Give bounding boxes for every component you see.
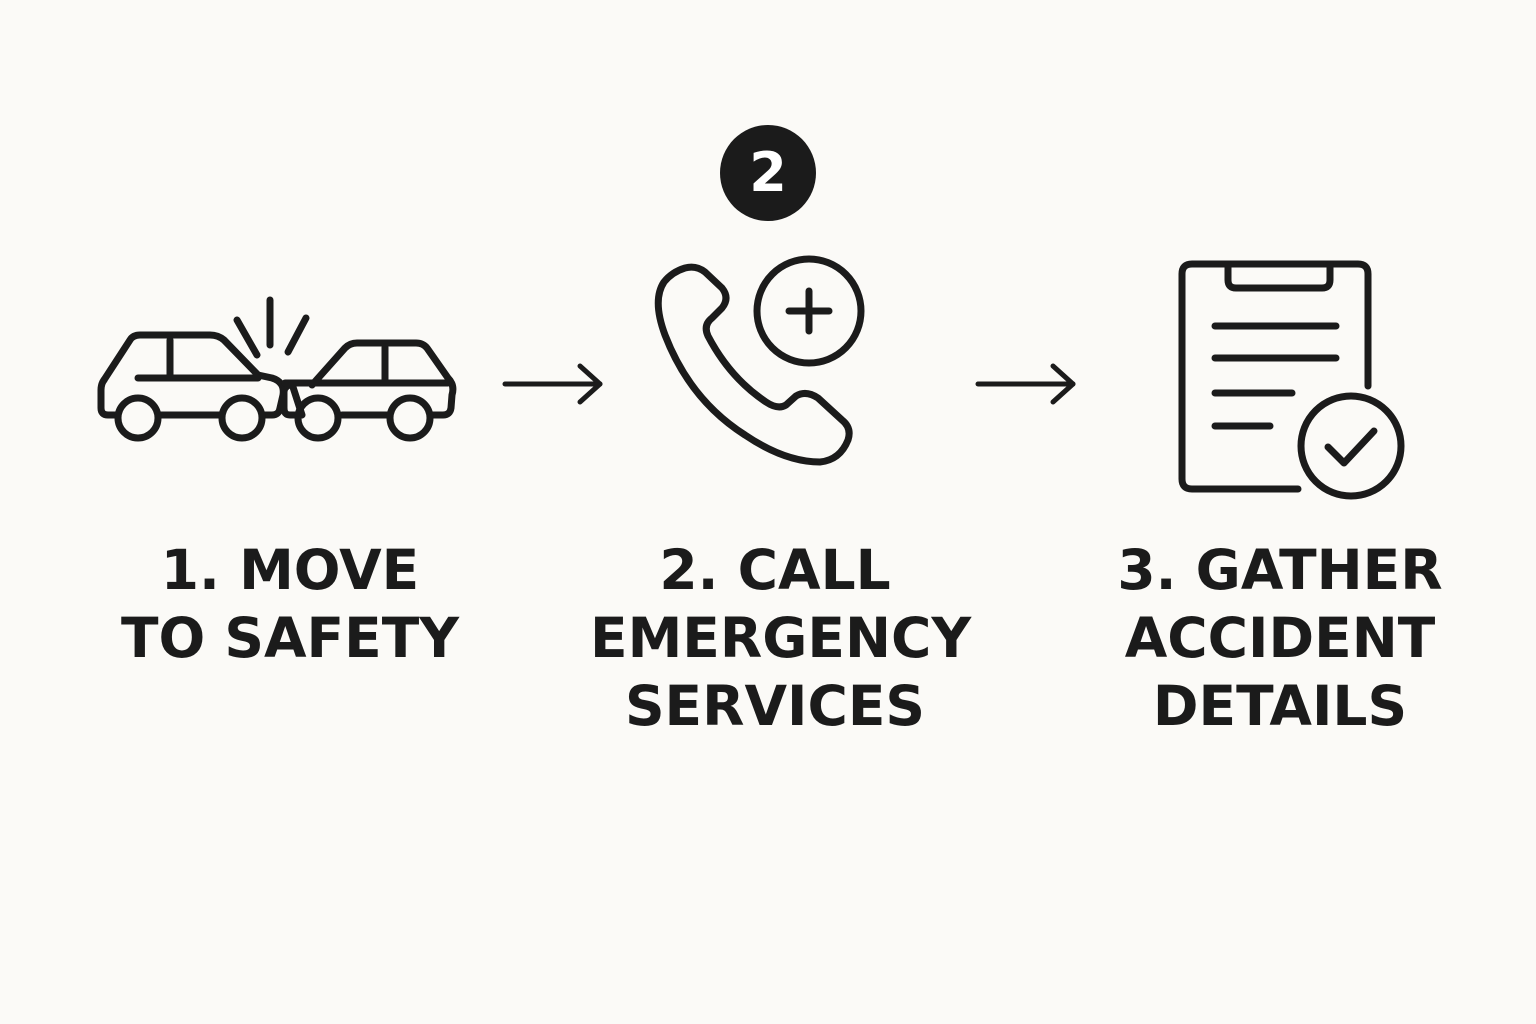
step-1-label-line: TO SAFETY	[120, 606, 460, 670]
clipboard-check-icon	[1178, 260, 1405, 500]
step-3-label-line: DETAILS	[1152, 674, 1408, 738]
phone-medical-icon	[654, 255, 865, 466]
step-1-label-line: 1. MOVE	[160, 538, 420, 602]
step-2-label-line: 2. CALL	[659, 538, 891, 602]
step-2-label-line: SERVICES	[624, 674, 926, 738]
car-collision-icon	[97, 296, 457, 442]
step-3-label: 3. GATHER ACCIDENT DETAILS	[1100, 536, 1460, 740]
arrow-right-icon	[502, 363, 603, 405]
step-3-label-line: 3. GATHER	[1117, 538, 1443, 602]
step-2-label-line: EMERGENCY	[590, 606, 972, 670]
step-2-label: 2. CALL EMERGENCY SERVICES	[590, 536, 972, 740]
step-1-label: 1. MOVE TO SAFETY	[110, 536, 470, 672]
step-number-badge: 2	[720, 125, 816, 221]
step-3-label-line: ACCIDENT	[1124, 606, 1436, 670]
arrow-right-icon	[975, 363, 1076, 405]
